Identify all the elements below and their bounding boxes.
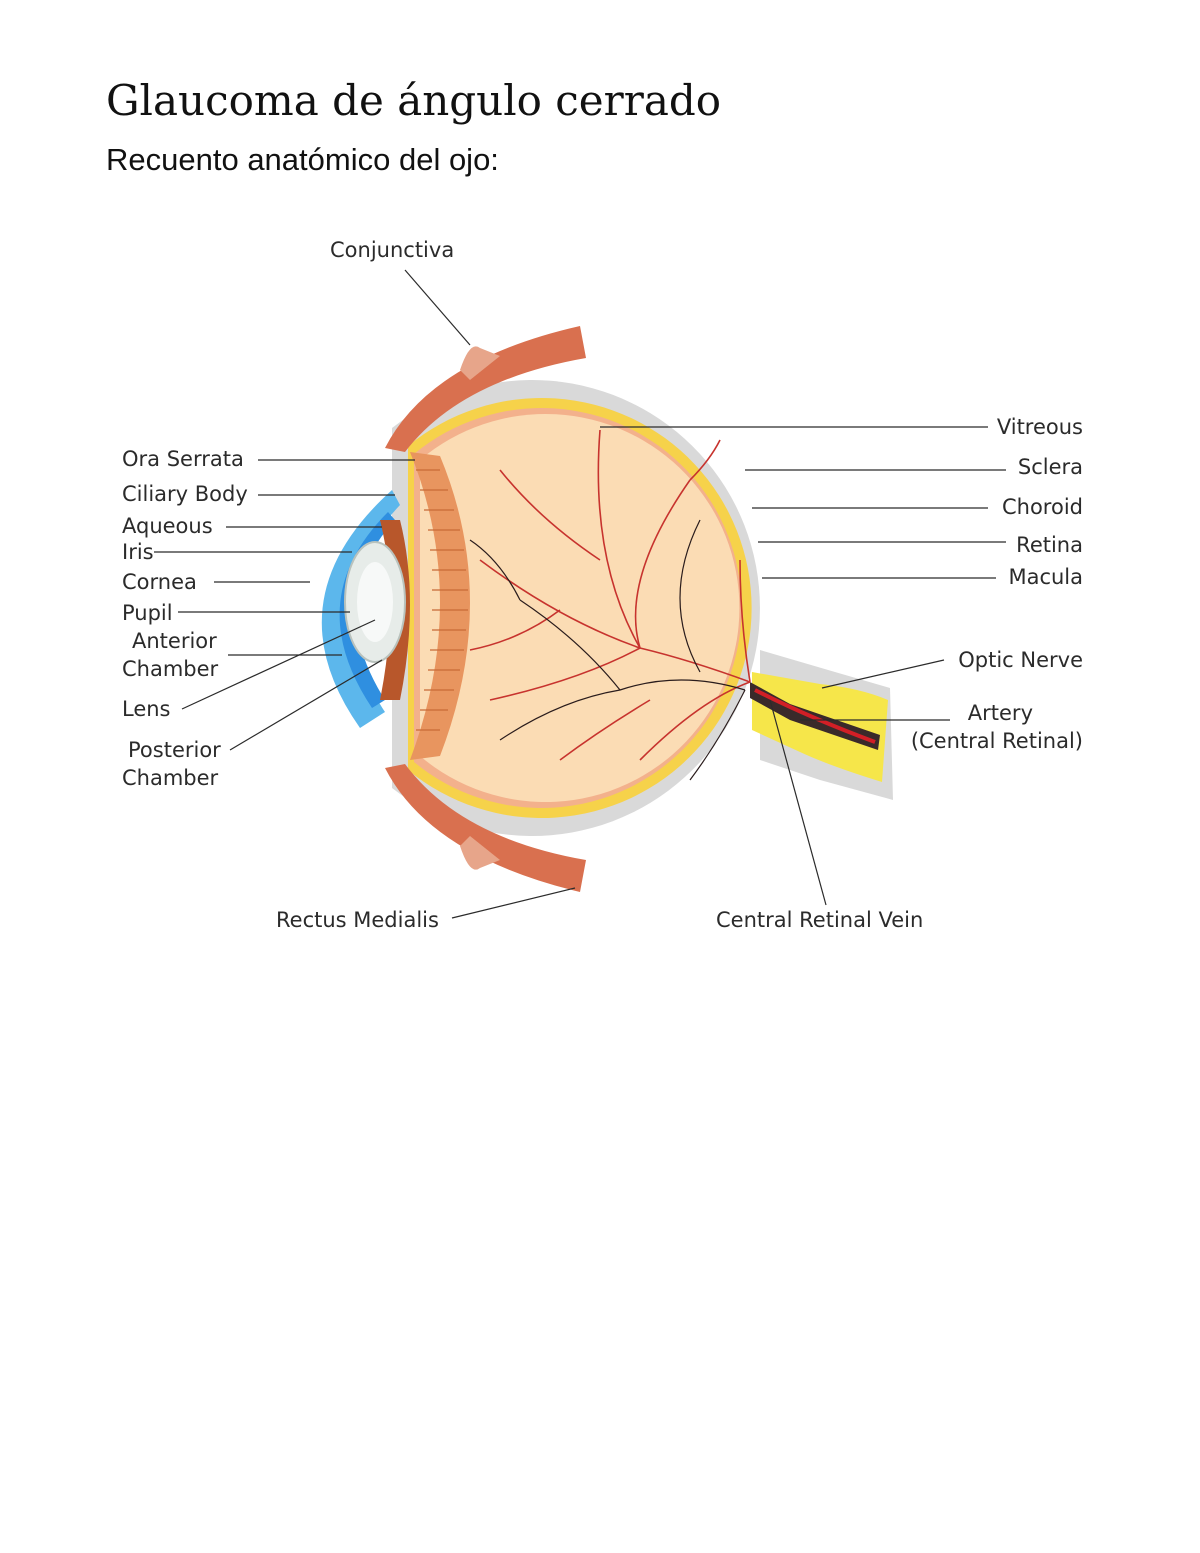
- label-vitreous: Vitreous: [997, 415, 1083, 439]
- label-anterior-chamber-1: Anterior: [132, 629, 217, 653]
- conjunctiva-muscle-upper: [385, 326, 586, 452]
- label-ora-serrata: Ora Serrata: [122, 447, 244, 471]
- leader-lines: [154, 269, 1006, 919]
- rectus-medialis-muscle: [385, 764, 586, 892]
- ciliary-body-shape: [410, 452, 470, 760]
- label-conjunctiva: Conjunctiva: [330, 238, 454, 262]
- eye-anatomy-diagram: Conjunctiva Ora Serrata Ciliary Body Aqu…: [122, 238, 1083, 932]
- label-cornea: Cornea: [122, 570, 197, 594]
- retinal-veins: [469, 519, 746, 781]
- label-lens: Lens: [122, 697, 171, 721]
- label-aqueous: Aqueous: [122, 514, 213, 538]
- label-artery-1: Artery: [968, 701, 1033, 725]
- lens-core: [357, 562, 393, 642]
- label-retina: Retina: [1016, 533, 1083, 557]
- retinal-vessels: [469, 429, 751, 761]
- label-optic-nerve: Optic Nerve: [958, 648, 1083, 672]
- page-title: Glaucoma de ángulo cerrado: [106, 76, 722, 125]
- central-artery-line: [754, 688, 876, 744]
- label-sclera: Sclera: [1018, 455, 1083, 479]
- label-anterior-chamber-2: Chamber: [122, 657, 219, 681]
- vitreous-shape: [420, 413, 740, 802]
- label-rectus-medialis: Rectus Medialis: [276, 908, 439, 932]
- label-pupil: Pupil: [122, 601, 173, 625]
- label-iris: Iris: [122, 540, 154, 564]
- label-artery-2: (Central Retinal): [911, 729, 1083, 753]
- label-macula: Macula: [1008, 565, 1083, 589]
- cornea-shape: [321, 490, 400, 728]
- page-subtitle: Recuento anatómico del ojo:: [106, 142, 499, 177]
- label-ciliary-body: Ciliary Body: [122, 482, 248, 506]
- muscle-tendon-lower: [460, 836, 500, 870]
- ciliary-ridges: [416, 469, 468, 731]
- label-posterior-chamber-1: Posterior: [128, 738, 221, 762]
- muscle-tendon-upper: [460, 346, 500, 380]
- label-choroid: Choroid: [1002, 495, 1083, 519]
- label-central-retinal-vein: Central Retinal Vein: [716, 908, 923, 932]
- label-posterior-chamber-2: Chamber: [122, 766, 219, 790]
